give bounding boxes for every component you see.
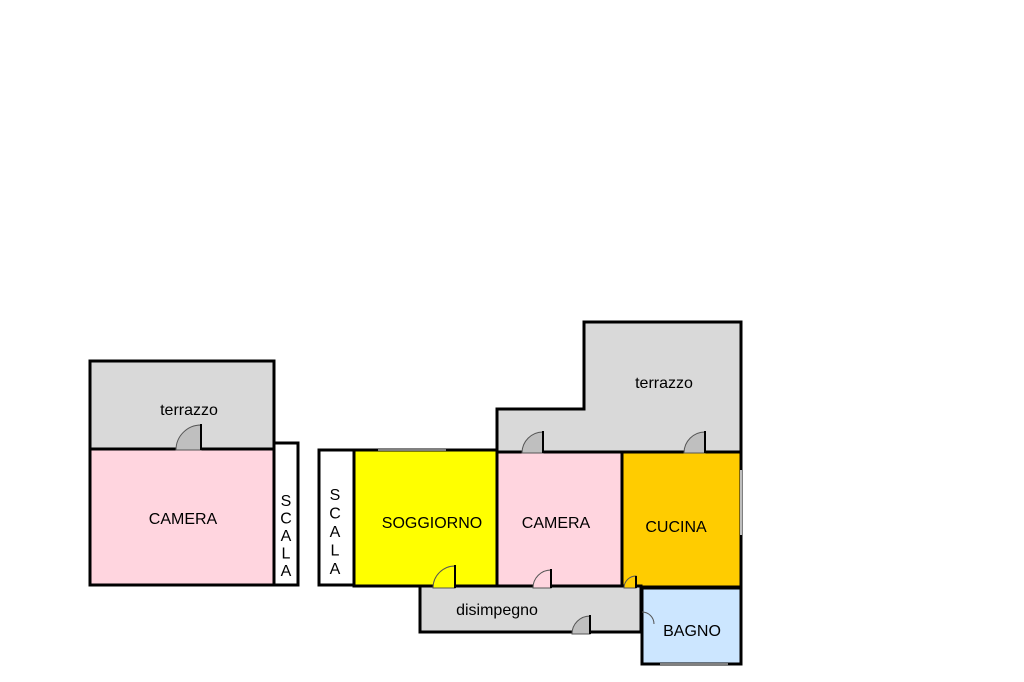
cucina-disimpegno-door: [623, 575, 637, 589]
right-terrazzo-label: terrazzo: [635, 375, 693, 392]
bagno-door: [571, 611, 655, 635]
right-camera-room: [495, 450, 624, 588]
right-camera-disimpegno-door: [532, 569, 552, 589]
right-camera-label: CAMERA: [522, 515, 591, 532]
cucina-room: [620, 450, 743, 589]
left-camera-label: CAMERA: [149, 511, 218, 528]
left-terrazzo-door: [175, 424, 202, 451]
cucina-terrazzo-door: [683, 431, 706, 454]
disimpegno-room: [418, 584, 643, 634]
right-camera-terrazzo-door: [521, 431, 544, 454]
soggiorno-disimpegno-door: [432, 565, 456, 589]
soggiorno-label: SOGGIORNO: [382, 515, 482, 532]
cucina-label: CUCINA: [645, 519, 707, 536]
left-camera-room: [88, 447, 276, 587]
left-terrazzo-label: terrazzo: [160, 402, 218, 419]
soggiorno-room: [352, 448, 499, 588]
bagno-label: BAGNO: [663, 623, 721, 640]
left-scala-room: [272, 441, 300, 587]
disimpegno-label: disimpegno: [456, 602, 538, 619]
right-scala-room: [317, 448, 356, 587]
